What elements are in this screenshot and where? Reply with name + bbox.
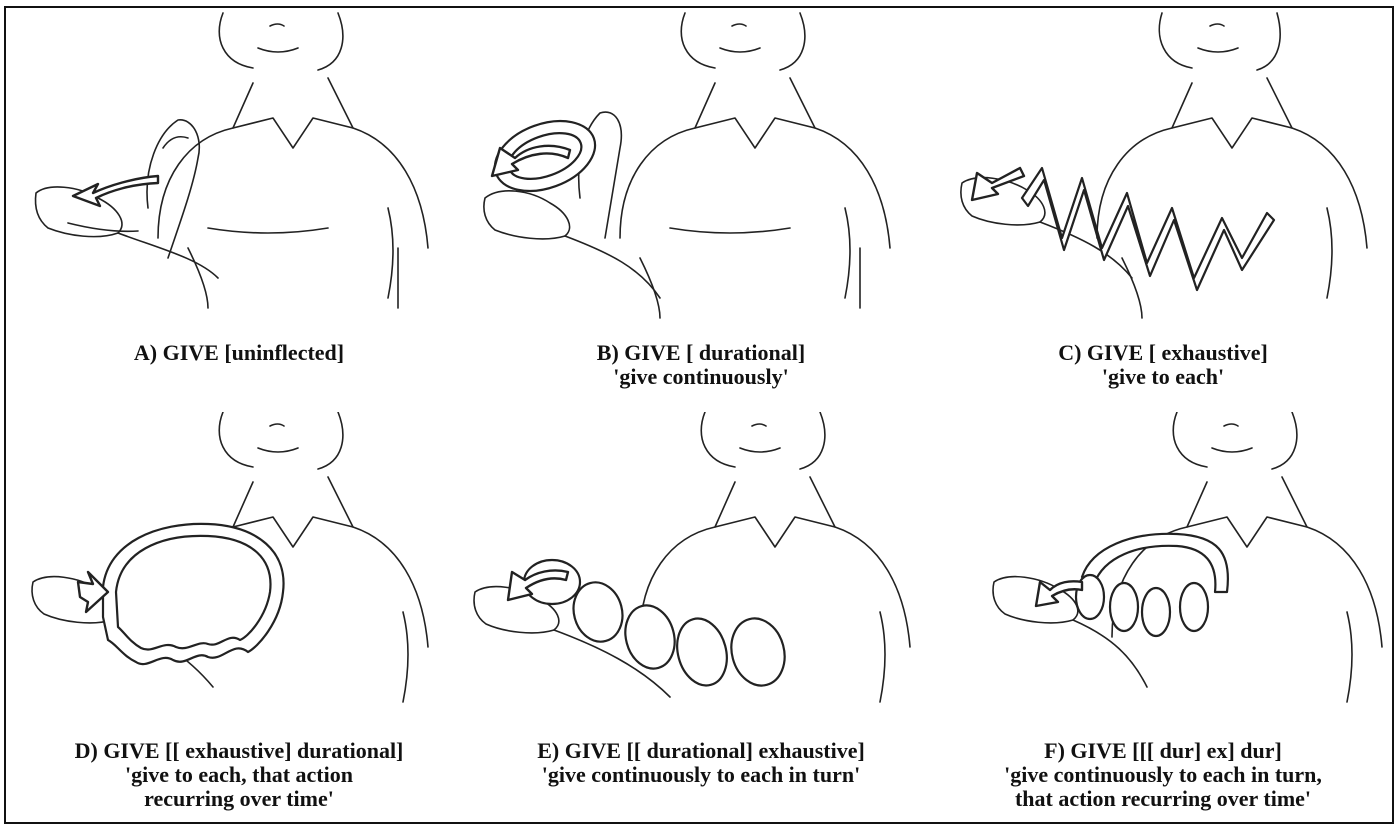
caption-e-gloss: 'give continuously to each in turn'	[470, 763, 932, 787]
panel-c: C) GIVE [ exhaustive] 'give to each'	[932, 8, 1394, 413]
caption-b-title: B) GIVE [ durational]	[470, 341, 932, 365]
caption-e: E) GIVE [[ durational] exhaustive] 'give…	[470, 739, 932, 787]
caption-a-title: A) GIVE [uninflected]	[8, 341, 470, 365]
caption-f-title: F) GIVE [[[ dur] ex] dur]	[932, 739, 1394, 763]
caption-c-title: C) GIVE [ exhaustive]	[932, 341, 1394, 365]
caption-f: F) GIVE [[[ dur] ex] dur] 'give continuo…	[932, 739, 1394, 811]
caption-a: A) GIVE [uninflected]	[8, 341, 470, 365]
caption-f-gloss-2: that action recurring over time'	[932, 787, 1394, 811]
caption-b: B) GIVE [ durational] 'give continuously…	[470, 341, 932, 389]
panel-e: E) GIVE [[ durational] exhaustive] 'give…	[470, 412, 932, 817]
caption-e-title: E) GIVE [[ durational] exhaustive]	[470, 739, 932, 763]
caption-f-gloss: 'give continuously to each in turn,	[932, 763, 1394, 787]
panel-f: F) GIVE [[[ dur] ex] dur] 'give continuo…	[932, 412, 1394, 817]
caption-b-gloss: 'give continuously'	[470, 365, 932, 389]
caption-d-gloss-2: recurring over time'	[8, 787, 470, 811]
caption-c-gloss: 'give to each'	[932, 365, 1394, 389]
panel-b: B) GIVE [ durational] 'give continuously…	[470, 8, 932, 413]
caption-c: C) GIVE [ exhaustive] 'give to each'	[932, 341, 1394, 389]
panel-a: A) GIVE [uninflected]	[8, 8, 470, 413]
caption-d: D) GIVE [[ exhaustive] durational] 'give…	[8, 739, 470, 811]
panel-d: D) GIVE [[ exhaustive] durational] 'give…	[8, 412, 470, 817]
caption-d-gloss: 'give to each, that action	[8, 763, 470, 787]
caption-d-title: D) GIVE [[ exhaustive] durational]	[8, 739, 470, 763]
